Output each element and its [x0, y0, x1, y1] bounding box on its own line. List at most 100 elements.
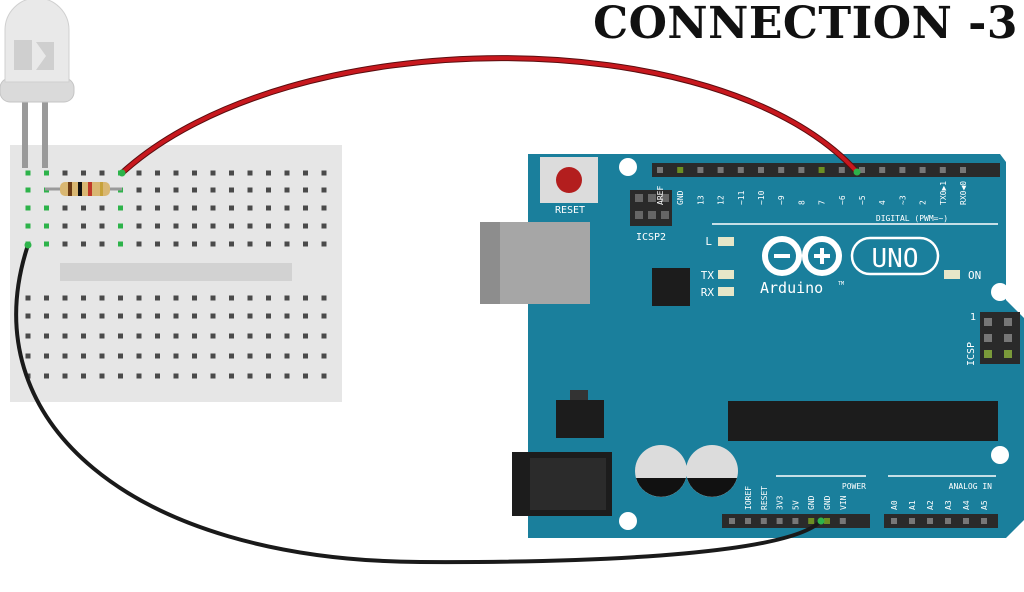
breadboard-hole [192, 205, 197, 211]
breadboard-hole [81, 223, 86, 229]
icsp-pins [984, 318, 1012, 358]
breadboard-hole [62, 205, 68, 211]
breadboard-hole [136, 333, 142, 339]
breadboard-hole [321, 205, 327, 211]
header-pin [899, 167, 906, 173]
resistor-band [100, 182, 103, 196]
pin-label: A2 [926, 500, 935, 510]
breadboard-hole [155, 353, 160, 359]
header-pin [963, 518, 969, 524]
pin-label: A1 [908, 500, 917, 510]
breadboard-hole [173, 295, 179, 301]
breadboard-hole [81, 295, 86, 301]
breadboard-hole [303, 205, 308, 211]
pin-label: AREF [656, 186, 665, 205]
led-leg-cathode [22, 100, 28, 168]
breadboard-hole [118, 353, 123, 359]
breadboard-hole [229, 223, 234, 229]
pin-label: GND [807, 495, 816, 510]
breadboard-hole [44, 241, 49, 247]
breadboard-hole [99, 353, 105, 359]
breadboard-hole [247, 241, 253, 247]
breadboard-hole [210, 187, 216, 193]
arduino-brand: Arduino [760, 279, 823, 297]
arduino-logo-icon [762, 236, 842, 276]
breadboard-hole [99, 170, 105, 176]
breadboard-hole [229, 170, 234, 176]
breadboard-hole [266, 353, 271, 359]
header-pin [745, 518, 751, 524]
header-pin [879, 167, 886, 173]
led-tx-label: TX [701, 269, 715, 282]
icsp-label: ICSP [966, 342, 977, 366]
capacitor [686, 445, 738, 497]
breadboard-hole [229, 187, 234, 193]
breadboard-hole [62, 170, 68, 176]
breadboard-hole [266, 373, 271, 379]
breadboard-hole [229, 295, 234, 301]
pin-label: 13 [696, 195, 705, 205]
voltage-regulator [556, 400, 604, 438]
header-pin [839, 518, 846, 524]
breadboard-hole [266, 241, 271, 247]
breadboard-hole [136, 353, 142, 359]
breadboard-hole [321, 187, 327, 193]
wire-end [853, 168, 861, 176]
breadboard-hole [192, 333, 197, 339]
breadboard-hole [155, 333, 160, 339]
breadboard-hole [266, 170, 271, 176]
header-pin [1004, 318, 1012, 326]
led-tx [718, 270, 734, 279]
breadboard-hole [247, 295, 253, 301]
breadboard-hole [303, 241, 308, 247]
breadboard-hole [210, 170, 216, 176]
breadboard-hole [303, 187, 308, 193]
header-pin [927, 518, 933, 524]
breadboard-hole [25, 187, 31, 193]
header-pin [737, 167, 744, 173]
breadboard-hole [247, 353, 253, 359]
breadboard-hole [303, 373, 308, 379]
breadboard-hole [173, 353, 179, 359]
breadboard-hole [266, 295, 271, 301]
header-pin [960, 167, 966, 173]
header-pin [760, 518, 767, 524]
header-pin [984, 318, 992, 326]
breadboard-hole [44, 295, 49, 301]
mounting-hole [991, 283, 1009, 301]
led-leg-anode [42, 100, 48, 168]
breadboard-hole [99, 223, 105, 229]
breadboard-hole [136, 187, 142, 193]
power-label: POWER [842, 482, 866, 491]
breadboard-hole [99, 313, 105, 319]
breadboard-hole [173, 333, 179, 339]
microcontroller-chip [728, 401, 998, 441]
breadboard-hole [155, 205, 160, 211]
breadboard-hole [25, 205, 31, 211]
breadboard-hole [303, 170, 308, 176]
breadboard-hole [81, 373, 86, 379]
breadboard-hole [266, 333, 271, 339]
breadboard-hole [136, 223, 142, 229]
pin-label: 5V [791, 500, 800, 510]
analog-label: ANALOG IN [949, 482, 993, 491]
header-pin [778, 167, 785, 173]
pin-label: VIN [839, 495, 848, 510]
breadboard-hole [25, 223, 31, 229]
breadboard-hole [192, 187, 197, 193]
pin-label: A3 [944, 500, 953, 510]
breadboard-hole [192, 223, 197, 229]
breadboard-hole [136, 313, 142, 319]
breadboard-hole [303, 295, 308, 301]
breadboard-hole [25, 333, 31, 339]
led-l-label: L [705, 235, 712, 248]
breadboard-hole [266, 205, 271, 211]
breadboard-hole [247, 187, 253, 193]
breadboard-hole [284, 187, 290, 193]
black-wire [14, 244, 823, 565]
led-rx-label: RX [701, 286, 715, 299]
header-pin [792, 518, 799, 524]
header-pin [697, 167, 704, 173]
breadboard-hole [192, 313, 197, 319]
